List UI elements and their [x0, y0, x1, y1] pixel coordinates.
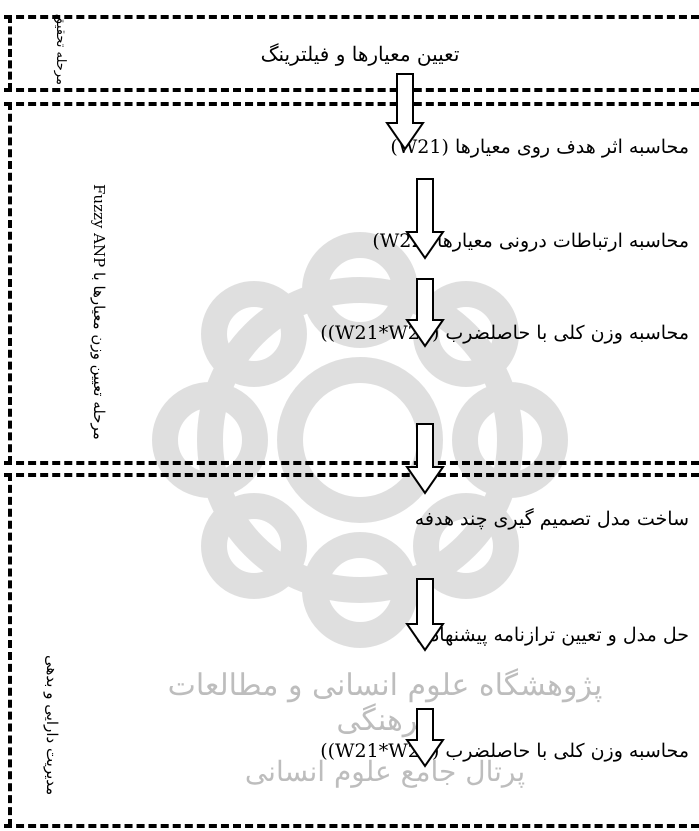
- step-4: ساخت مدل تصمیم گیری چند هدفه: [414, 508, 689, 530]
- left-border-weighting: [8, 102, 12, 464]
- watermark-ornament: [152, 232, 568, 648]
- stage-label-weighting: مرحله تعیین وزن معیارها با Fuzzy ANP: [90, 184, 108, 440]
- divider-bottom: [4, 824, 699, 828]
- watermark-text-2: پرتال جامع علوم انسانی: [244, 755, 526, 788]
- left-border-asset: [8, 473, 12, 827]
- arrow-down-icon: [405, 423, 445, 495]
- stage-label-asset: مدیریت دارایی و بدهی: [43, 654, 61, 795]
- arrow-down-icon: [385, 73, 425, 151]
- divider-weighting-top: [4, 102, 699, 106]
- divider-top: [4, 15, 699, 19]
- stage-label-research: مرحله تحقیق: [53, 14, 68, 85]
- step-title: تعیین معیارها و فیلترینگ: [260, 42, 460, 66]
- step-3: محاسبه وزن کلی با حاصلضرب (W21*W21)): [320, 322, 689, 344]
- step-6: محاسبه وزن کلی با حاصلضرب (W21*W21)): [320, 740, 689, 762]
- arrow-down-icon: [405, 178, 445, 260]
- arrow-down-icon: [405, 708, 445, 768]
- arrow-down-icon: [405, 278, 445, 348]
- step-1: محاسبه اثر هدف روی معیارها (W21): [390, 136, 689, 158]
- step-5: حل مدل و تعیین ترازنامه پیشنهادی: [415, 624, 689, 646]
- divider-weighting-bottom: [4, 461, 699, 465]
- left-border-research: [8, 15, 12, 91]
- divider-research: [4, 88, 699, 92]
- watermark-text-1: پژوهشگاه علوم انسانی و مطالعات فرهنگی: [167, 668, 603, 738]
- arrow-down-icon: [405, 578, 445, 652]
- divider-asset-top: [4, 473, 699, 477]
